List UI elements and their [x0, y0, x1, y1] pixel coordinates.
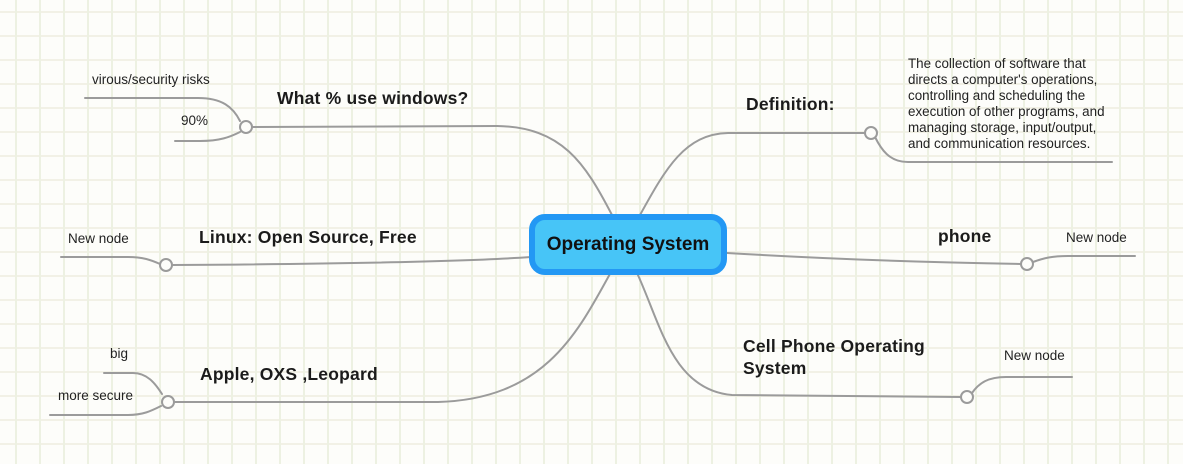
branch-handle-what-windows[interactable]: [239, 120, 253, 134]
wire-cellphone: [636, 272, 962, 398]
wire-newnode-right: [1032, 255, 1136, 263]
node-big[interactable]: big: [110, 346, 129, 361]
wire-90pct: [174, 131, 241, 142]
wire-phone: [726, 252, 1022, 265]
wire-linux: [171, 256, 532, 266]
node-virous-security-risks[interactable]: virous/security risks: [92, 72, 210, 87]
wire-newnode-bottom-right: [971, 376, 1073, 394]
node-definition[interactable]: Definition:: [746, 94, 835, 114]
wire-virous: [84, 97, 241, 122]
wire-big: [103, 372, 163, 395]
root-node-operating-system[interactable]: Operating System: [529, 214, 727, 275]
wire-definition: [639, 132, 866, 216]
branch-handle-apple[interactable]: [161, 395, 175, 409]
node-new-node-right[interactable]: New node: [1066, 230, 1127, 245]
node-new-node-left[interactable]: New node: [68, 231, 129, 246]
node-what-percent-windows[interactable]: What % use windows?: [277, 88, 469, 108]
wire-apple: [173, 271, 612, 403]
branch-handle-cellphone[interactable]: [960, 390, 974, 404]
wire-definition-text: [874, 136, 1113, 163]
branch-handle-phone[interactable]: [1020, 257, 1034, 271]
wire-what-windows: [251, 124, 613, 216]
node-phone[interactable]: phone: [938, 226, 992, 246]
wire-newnode-left: [60, 256, 161, 265]
node-cell-phone-os[interactable]: Cell Phone Operating System: [743, 336, 925, 378]
node-linux[interactable]: Linux: Open Source, Free: [199, 227, 417, 247]
node-definition-text[interactable]: The collection of software that directs …: [908, 56, 1105, 152]
node-more-secure[interactable]: more secure: [58, 388, 134, 403]
node-apple-oxs-leopard[interactable]: Apple, OXS ,Leopard: [200, 364, 378, 384]
node-90-percent[interactable]: 90%: [181, 113, 209, 128]
branch-handle-definition[interactable]: [864, 126, 878, 140]
node-new-node-bottom-right[interactable]: New node: [1004, 348, 1065, 363]
wire-more-secure: [49, 405, 162, 416]
branch-handle-linux[interactable]: [159, 258, 173, 272]
